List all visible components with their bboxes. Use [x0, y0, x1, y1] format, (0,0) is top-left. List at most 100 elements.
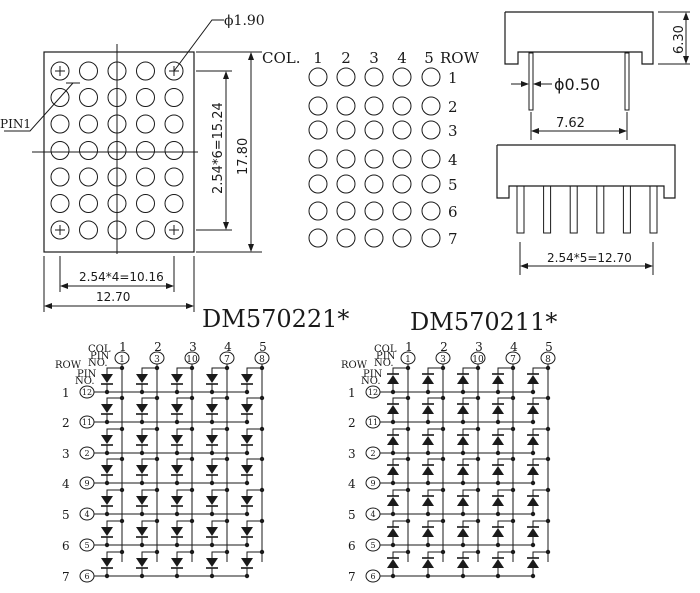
diode-lead [427, 428, 443, 435]
junction-dot [530, 450, 536, 456]
arrow-head [248, 52, 254, 60]
led-dot [364, 201, 384, 221]
diode-lead [176, 520, 192, 527]
arrow-head [248, 244, 254, 252]
led-dot [421, 120, 441, 140]
junction-dot [545, 426, 551, 432]
junction-dot [545, 395, 551, 401]
led-dot [136, 61, 155, 81]
led-diode-icon [422, 405, 434, 414]
led-dot [392, 174, 412, 194]
junction-dot [460, 542, 466, 548]
diode-lead [532, 551, 548, 558]
led-dot [164, 114, 184, 134]
junction-dot [405, 395, 411, 401]
junction-dot [139, 450, 145, 456]
junction-dot [139, 419, 145, 425]
junction-dot [189, 549, 195, 555]
led-dot [392, 96, 412, 116]
led-diode-icon [422, 528, 434, 537]
diode-lead [497, 397, 513, 404]
led-diode-icon [171, 558, 183, 567]
led-diode-icon [241, 374, 253, 383]
diode-lead [211, 367, 227, 374]
pin-right [624, 52, 630, 111]
pin [516, 185, 525, 234]
junction-dot [545, 487, 551, 493]
diode-lead [497, 520, 513, 527]
led-dot [50, 167, 70, 187]
junction-dot [119, 456, 125, 462]
led-diode-icon [206, 404, 218, 413]
diode-lead [392, 520, 408, 527]
led-dot [308, 201, 328, 221]
led-dot [392, 120, 412, 140]
diode-lead [532, 489, 548, 496]
junction-dot [495, 450, 501, 456]
diode-lead [246, 489, 262, 496]
led-dot [308, 228, 328, 248]
junction-dot [425, 542, 431, 548]
led-diode-icon [241, 496, 253, 505]
row-pin-number: 2 [370, 449, 375, 458]
junction-dot [495, 480, 501, 486]
junction-dot [259, 518, 265, 524]
diode-lead [427, 551, 443, 558]
row-number: 2 [448, 98, 458, 116]
led-dot [308, 67, 328, 87]
led-diode-icon [422, 466, 434, 475]
junction-dot [425, 419, 431, 425]
pin-left [528, 52, 534, 111]
junction-dot [174, 419, 180, 425]
row-number: 3 [348, 447, 356, 461]
junction-dot [510, 456, 516, 462]
diode-lead [246, 458, 262, 465]
diode-lead [427, 397, 443, 404]
junction-dot [475, 365, 481, 371]
row-number: 3 [62, 447, 70, 461]
led-diode-icon [527, 497, 539, 506]
led-dot [136, 194, 155, 213]
led-diode-icon [492, 466, 504, 475]
led-diode-icon [171, 465, 183, 474]
led-diode-icon [387, 497, 399, 506]
junction-dot [475, 426, 481, 432]
junction-dot [545, 456, 551, 462]
end-view-body [504, 11, 654, 65]
led-diameter-leader [173, 19, 224, 72]
pin [543, 185, 552, 234]
row-pin-label: PIN [77, 369, 97, 380]
led-diode-icon [492, 436, 504, 445]
junction-dot [244, 389, 250, 395]
led-dot [364, 67, 384, 87]
junction-dot [224, 518, 230, 524]
diode-lead [246, 551, 262, 558]
diode-lead [246, 367, 262, 374]
junction-dot [189, 456, 195, 462]
junction-dot [174, 389, 180, 395]
junction-dot [475, 395, 481, 401]
led-diode-icon [527, 466, 539, 475]
led-dot [136, 141, 155, 160]
led-diode-icon [101, 496, 113, 505]
junction-dot [259, 549, 265, 555]
diode-lead [497, 367, 513, 374]
row-number: 6 [448, 203, 458, 221]
junction-dot [390, 511, 396, 517]
led-diode-icon [171, 527, 183, 536]
led-dot [136, 88, 155, 107]
col-pin-label: PIN [90, 351, 110, 362]
row-pin-number: 6 [84, 572, 89, 581]
led-dot [164, 220, 184, 240]
led-dot [136, 114, 155, 134]
junction-dot [425, 573, 431, 579]
junction-dot [154, 456, 160, 462]
arrow-head [619, 128, 627, 134]
pin [622, 185, 631, 234]
junction-dot [139, 542, 145, 548]
junction-dot [390, 389, 396, 395]
diode-lead [176, 489, 192, 496]
junction-dot [259, 395, 265, 401]
row-pin-number: 2 [84, 449, 89, 458]
col-label: COL [88, 344, 111, 355]
